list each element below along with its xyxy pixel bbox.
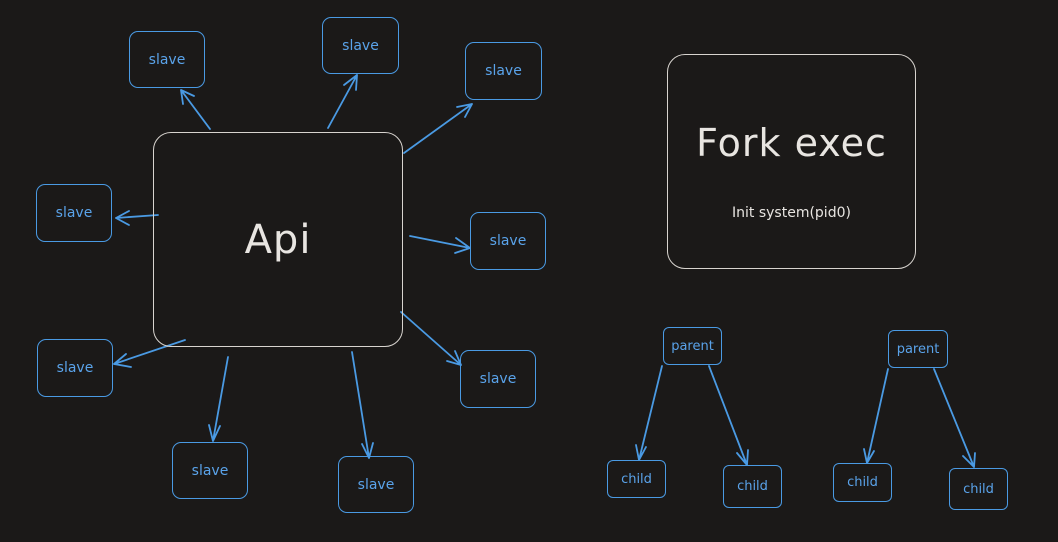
api-box: Api	[153, 132, 403, 347]
arrow-to-slave-9	[351, 351, 374, 459]
slave-box: slave	[322, 17, 399, 74]
slave-label: slave	[191, 462, 229, 479]
slave-label: slave	[485, 63, 522, 79]
fork-exec-box: Fork exec Init system(pid0)	[667, 54, 916, 269]
parent-label: parent	[671, 338, 714, 354]
arrow-to-slave-5	[409, 235, 471, 254]
slave-box: slave	[37, 339, 113, 397]
parent-box: parent	[888, 330, 948, 368]
slave-label: slave	[479, 371, 517, 387]
slave-box: slave	[172, 442, 248, 499]
parent-box: parent	[663, 327, 722, 365]
slave-label: slave	[342, 37, 379, 54]
child-box: child	[833, 463, 892, 502]
arrow-to-slave-8	[208, 356, 229, 442]
slave-label: slave	[489, 233, 527, 249]
fork-exec-subtitle: Init system(pid0)	[732, 205, 851, 221]
arrow-to-slave-7	[400, 311, 462, 366]
fork-exec-title: Fork exec	[696, 121, 887, 165]
arrow-parent2-child2	[933, 368, 976, 468]
child-box: child	[949, 468, 1008, 510]
arrow-parent1-child2	[708, 365, 749, 466]
arrow-to-slave-4	[115, 210, 159, 226]
child-label: child	[847, 475, 878, 490]
slave-label: slave	[55, 205, 93, 221]
api-arrows	[113, 74, 473, 459]
slave-box: slave	[36, 184, 112, 242]
api-label: Api	[244, 216, 312, 263]
slave-box: slave	[465, 42, 542, 100]
tree-arrows	[635, 365, 976, 468]
slave-label: slave	[56, 360, 94, 376]
child-box: child	[607, 460, 666, 498]
slave-box: slave	[470, 212, 546, 270]
slave-box: slave	[338, 456, 414, 513]
child-label: child	[737, 479, 768, 494]
child-box: child	[723, 465, 782, 508]
slave-label: slave	[357, 476, 395, 493]
arrow-to-slave-3	[403, 103, 473, 154]
child-label: child	[963, 481, 994, 497]
slave-box: slave	[460, 350, 536, 408]
slave-box: slave	[129, 31, 205, 88]
arrow-parent2-child1	[863, 368, 889, 464]
arrow-to-slave-1	[180, 89, 211, 130]
arrow-to-slave-2	[327, 74, 358, 129]
arrow-parent1-child1	[635, 365, 663, 461]
parent-label: parent	[896, 341, 940, 357]
slave-label: slave	[148, 51, 186, 68]
child-label: child	[621, 471, 652, 487]
arrow-to-slave-6	[113, 339, 186, 368]
